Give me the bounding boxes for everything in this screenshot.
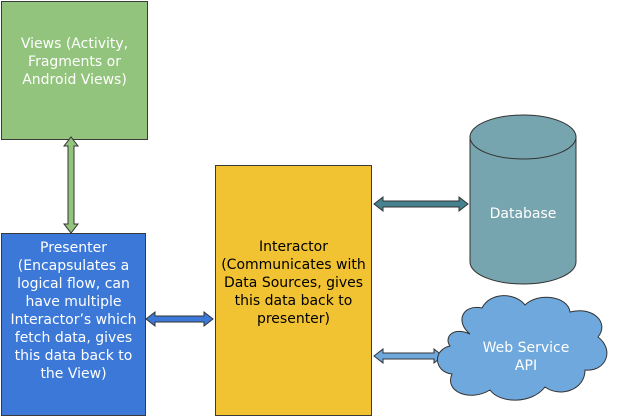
interactor-database-arrow bbox=[373, 195, 469, 213]
web-service-cloud bbox=[437, 295, 608, 401]
interactor-box: Interactor (Communicates with Data Sourc… bbox=[215, 165, 372, 416]
web-service-label-line1: Web Service bbox=[483, 340, 570, 356]
presenter-interactor-arrow bbox=[145, 310, 214, 328]
database-label: Database bbox=[490, 206, 557, 222]
web-service-label-line2: API bbox=[515, 358, 537, 374]
views-label: Views (Activity, Fragments or Android Vi… bbox=[20, 36, 129, 88]
interactor-label: Interactor (Communicates with Data Sourc… bbox=[221, 239, 366, 327]
presenter-label: Presenter (Encapsulates a logical flow, … bbox=[10, 240, 137, 382]
interactor-webservice-arrow bbox=[373, 347, 444, 365]
views-box: Views (Activity, Fragments or Android Vi… bbox=[1, 1, 148, 140]
views-presenter-arrow bbox=[62, 136, 80, 234]
database-cylinder bbox=[469, 114, 577, 285]
presenter-box: Presenter (Encapsulates a logical flow, … bbox=[1, 233, 146, 416]
